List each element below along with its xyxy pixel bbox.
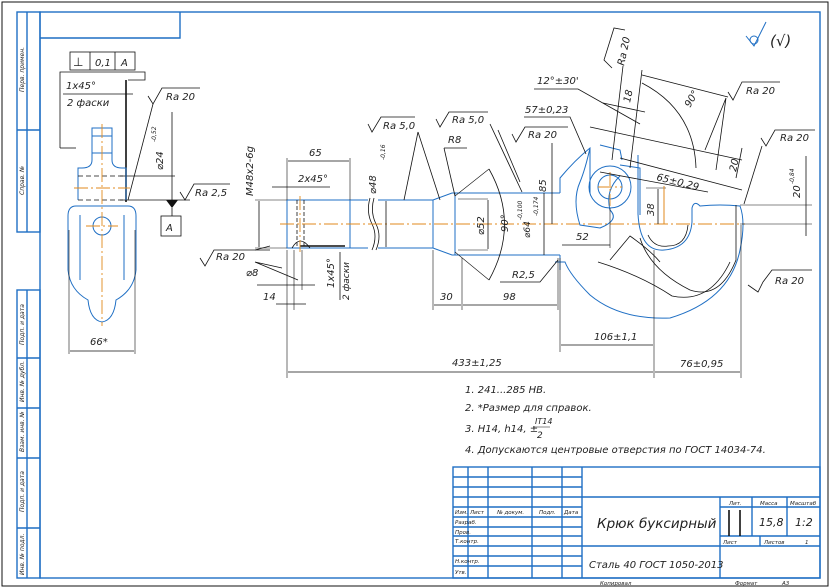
- header-list: Лист: [469, 510, 485, 516]
- drawing-title: Крюк буксирный: [597, 516, 717, 532]
- format-label: Формат: [735, 581, 758, 587]
- side-label: Перв. примен.: [19, 47, 26, 92]
- scale-label: Масштаб: [790, 501, 817, 507]
- sheets-value: 1: [805, 540, 809, 546]
- side-label: Инв. № дубл.: [19, 361, 26, 402]
- dimension-30: 30: [440, 292, 453, 303]
- side-strip: Перв. примен. Справ. № Подп. и дата Инв.…: [16, 11, 41, 579]
- note-2: 2. *Размер для справок.: [465, 403, 592, 414]
- diameter-64-tol-lower: -0,174: [533, 196, 540, 216]
- dimension-65: 65: [309, 148, 322, 159]
- datum-ref: A: [120, 58, 128, 69]
- roughness-sign-icon: [745, 21, 767, 47]
- hole-label: ⌀8: [246, 268, 258, 279]
- lit-label: Лит.: [728, 501, 742, 507]
- angle-12: 12°±30': [537, 76, 579, 87]
- roughness-label: Ra 2,5: [195, 188, 227, 199]
- perpendicularity-icon: ⊥: [73, 55, 83, 69]
- material-label: Сталь 40 ГОСТ 1050-2013: [589, 560, 724, 571]
- dimension-65b: 65±0,29: [655, 172, 700, 193]
- note-3-denominator: 2: [537, 431, 543, 441]
- note-3-numerator: IT14: [535, 417, 552, 426]
- chamfer-note: 2 фаски: [342, 262, 352, 300]
- left-view: ⊥ 0,1 A 1x45° 2 фаски Ra 20 ⌀24 -0,52 A …: [59, 51, 230, 354]
- chamfer-note: 2 фаски: [67, 98, 110, 109]
- width-dimension: 66*: [90, 337, 108, 348]
- role-label: Н.контр.: [455, 559, 480, 565]
- tolerance-value: 0,1: [95, 58, 111, 69]
- chamfer-label: 1x45°: [66, 81, 96, 92]
- chamfer-2x45: 2x45°: [298, 174, 328, 185]
- diameter-64: ⌀64: [523, 221, 533, 238]
- radius-r8: R8: [448, 135, 461, 146]
- technical-notes: 1. 241...285 HB. 2. *Размер для справок.…: [465, 385, 766, 456]
- diameter-52: ⌀52: [476, 216, 487, 235]
- dimension-38: 38: [646, 203, 657, 216]
- dimension-20b: 20: [792, 185, 803, 198]
- roughness-label: Ra 20: [746, 86, 775, 97]
- note-3: 3. H14, h14, ±: [465, 424, 538, 435]
- format-value: A3: [781, 581, 790, 587]
- side-label: Инв. № подл.: [19, 534, 26, 575]
- side-label: Подп. и дата: [19, 471, 26, 512]
- angle-90b: 90°: [683, 89, 701, 110]
- dimension-85: 85: [538, 179, 549, 192]
- sheet-label: Лист: [722, 540, 738, 546]
- dimension-106: 106±1,1: [594, 332, 637, 343]
- mass-label: Масса: [760, 501, 778, 507]
- header-date: Дата: [563, 510, 579, 516]
- header-doc: № докум.: [496, 510, 524, 516]
- chamfer-1x45: 1x45°: [326, 258, 337, 288]
- side-label: Справ. №: [19, 166, 26, 195]
- roughness-label: Ra 20: [775, 276, 804, 287]
- dimension-98: 98: [503, 292, 516, 303]
- dimension-433: 433±1,25: [452, 358, 502, 369]
- diameter-64-tol-upper: -0,100: [517, 200, 524, 220]
- roughness-label: Ra 5,0: [452, 115, 484, 126]
- note-4: 4. Допускаются центровые отверстия по ГО…: [465, 445, 766, 456]
- top-left-box: [40, 12, 181, 39]
- dimension-20: 20: [728, 158, 741, 173]
- dimension-18: 18: [622, 89, 635, 104]
- datum-box: [160, 215, 182, 237]
- note-1: 1. 241...285 HB.: [465, 385, 546, 396]
- roughness-label: Ra 20: [166, 92, 195, 103]
- radius-r25: R2,5: [512, 270, 535, 281]
- title-block: Изм. Лист № докум. Подп. Дата Разраб. Пр…: [452, 466, 821, 587]
- roughness-label: Ra 20: [780, 133, 809, 144]
- diameter-48-tol: -0,16: [380, 144, 387, 160]
- header-izm: Изм.: [455, 510, 468, 516]
- roughness-label: Ra 5,0: [383, 121, 415, 132]
- angle-90: 90°: [500, 214, 511, 232]
- dimension-76: 76±0,95: [680, 359, 723, 370]
- mass-value: 15,8: [759, 516, 784, 529]
- role-label: Т.контр.: [455, 539, 479, 545]
- dimension-57: 57±0,23: [525, 105, 568, 116]
- thread-label: M48x2-6g: [245, 146, 256, 196]
- general-roughness: (√): [745, 21, 791, 50]
- dimension-20b-tol: -0,84: [789, 168, 796, 184]
- dimension-14: 14: [263, 292, 276, 303]
- copied-label: Копировал: [600, 581, 632, 587]
- role-label: Разраб.: [455, 520, 477, 526]
- scale-value: 1:2: [795, 516, 813, 529]
- roughness-label: Ra 20: [528, 130, 557, 141]
- side-label: Взам. инв. №: [19, 411, 26, 452]
- side-label: Подп. и дата: [19, 304, 26, 345]
- roughness-label: Ra 20: [616, 36, 633, 67]
- dimension-52: 52: [576, 232, 589, 243]
- datum-label: A: [165, 223, 173, 234]
- diameter-label: ⌀24: [155, 151, 166, 170]
- general-roughness-text: (√): [770, 32, 791, 50]
- sheets-label: Листов: [763, 540, 785, 546]
- diameter-tol: -0,52: [151, 126, 158, 142]
- role-label: Утв.: [455, 570, 467, 576]
- main-view: 106±1,1 76±0,95 433±1,25 30 98 65 2x45° …: [199, 27, 815, 378]
- diameter-48: ⌀48: [368, 175, 379, 194]
- header-sign: Подп.: [539, 510, 556, 516]
- role-label: Пров.: [455, 530, 471, 536]
- roughness-label: Ra 20: [216, 252, 245, 263]
